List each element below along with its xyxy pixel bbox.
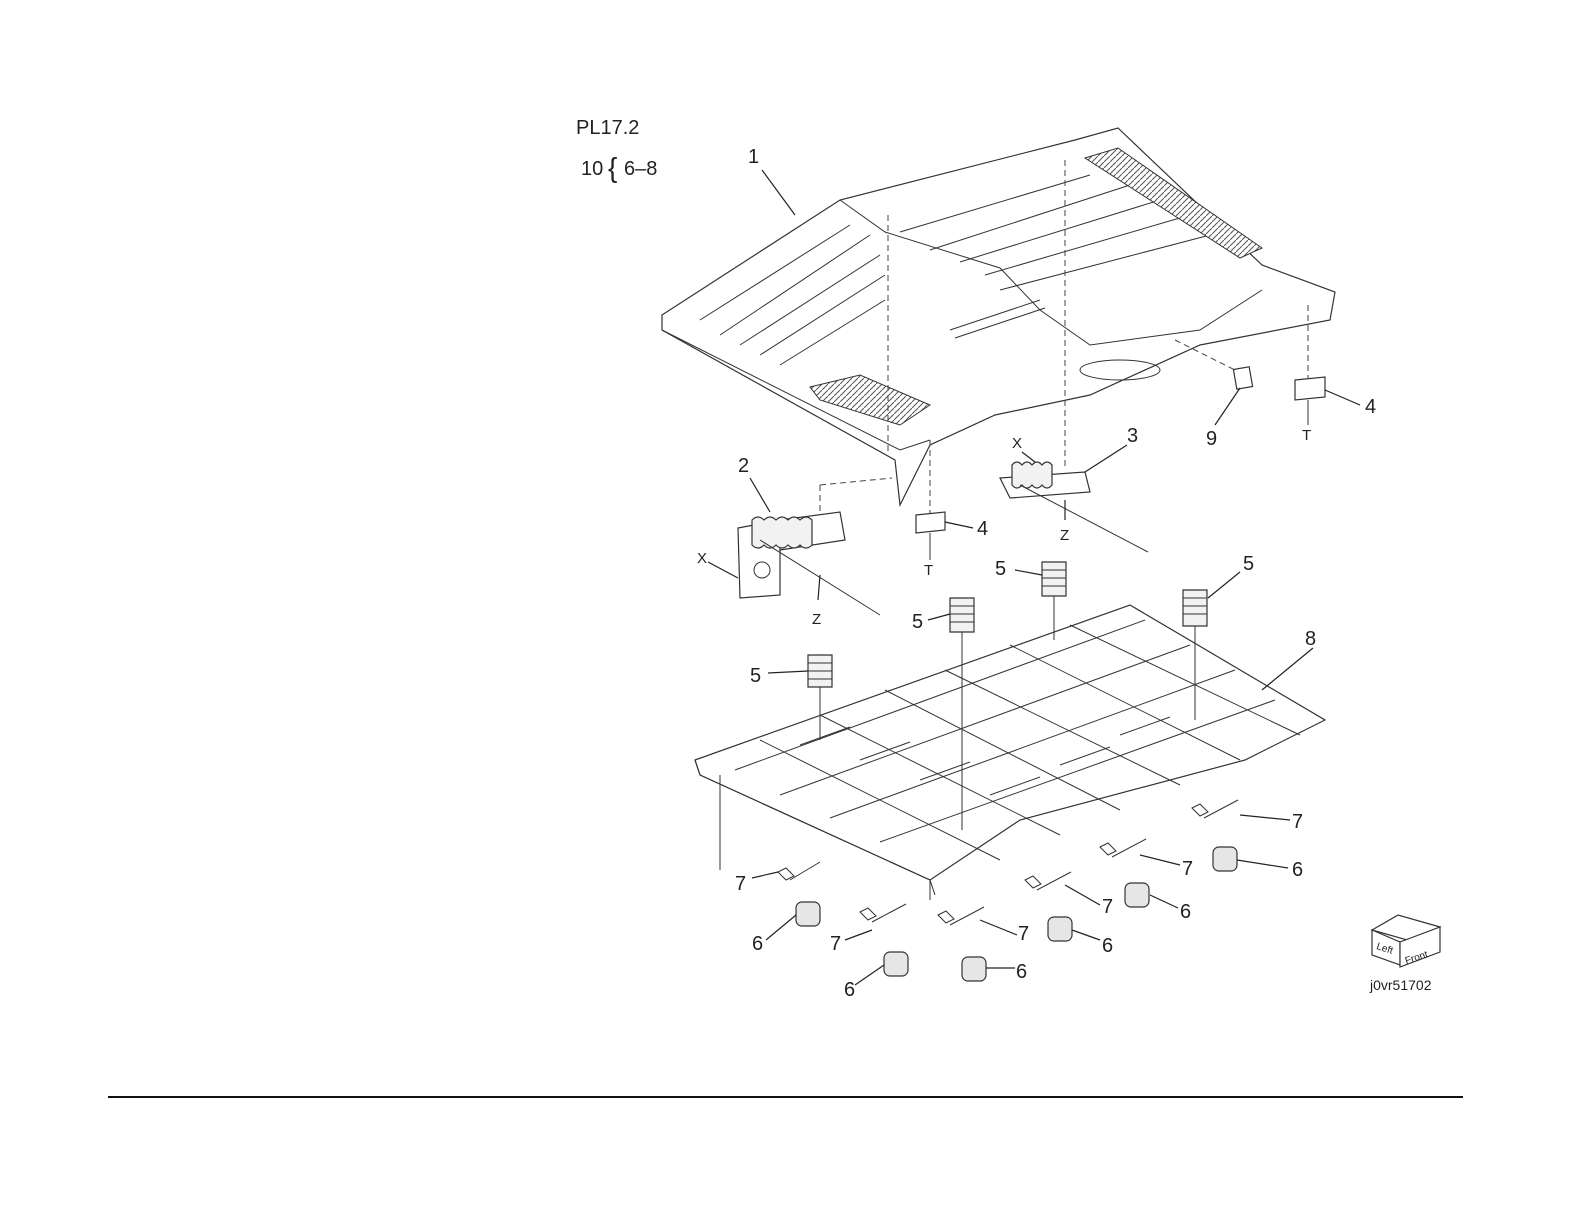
callout-range-brace: { xyxy=(608,152,617,183)
rubber-foot-part-6 xyxy=(884,952,908,976)
callout-1: 1 xyxy=(748,146,759,168)
clip-part-7 xyxy=(938,907,984,925)
callout-5: 5 xyxy=(995,558,1006,580)
top-cover-part-1 xyxy=(662,128,1335,505)
rubber-foot-part-6 xyxy=(1213,847,1237,871)
clip-part-7 xyxy=(860,904,906,922)
figure-id: j0vr51702 xyxy=(1369,977,1432,993)
callout-7: 7 xyxy=(1018,923,1029,945)
footer-rule xyxy=(108,1096,1463,1098)
clip-part-7 xyxy=(778,862,820,880)
callout-6: 6 xyxy=(1180,901,1191,923)
callout-z: Z xyxy=(1060,527,1069,544)
callout-3: 3 xyxy=(1127,425,1138,447)
callout-7: 7 xyxy=(1102,896,1113,918)
callout-6: 6 xyxy=(1292,859,1303,881)
callout-7: 7 xyxy=(1292,811,1303,833)
bracket-part-4 xyxy=(1295,377,1325,425)
rubber-foot-part-6 xyxy=(962,957,986,981)
callout-7: 7 xyxy=(1182,858,1193,880)
bracket-part-4 xyxy=(916,512,945,560)
callout-4: 4 xyxy=(977,518,988,540)
callout-6: 6 xyxy=(844,979,855,1001)
callout-2: 2 xyxy=(738,455,749,477)
callout-range-main: 10 xyxy=(581,158,603,180)
clip-part-7 xyxy=(1192,800,1238,818)
label-part-9 xyxy=(1233,367,1252,389)
clip-part-7 xyxy=(1025,872,1071,890)
callout-t: T xyxy=(924,562,933,579)
callout-z: Z xyxy=(812,611,821,628)
callout-5: 5 xyxy=(750,665,761,687)
rubber-foot-part-6 xyxy=(1048,917,1072,941)
callout-6: 6 xyxy=(752,933,763,955)
callout-9: 9 xyxy=(1206,428,1217,450)
callout-t: T xyxy=(1302,427,1311,444)
hinge-left-part-2 xyxy=(738,512,880,615)
rubber-foot-part-6 xyxy=(796,902,820,926)
callout-5: 5 xyxy=(912,611,923,633)
spring-part-5 xyxy=(1042,562,1066,640)
hinge-right-part-3 xyxy=(1000,462,1148,552)
rubber-foot-part-6 xyxy=(1125,883,1149,907)
plate-reference: PL17.2 xyxy=(576,117,639,139)
callout-7: 7 xyxy=(830,933,841,955)
callout-4: 4 xyxy=(1365,396,1376,418)
clip-part-7 xyxy=(1100,839,1146,857)
callout-6: 6 xyxy=(1102,935,1113,957)
callout-range-values: 6–8 xyxy=(624,158,657,180)
callout-6: 6 xyxy=(1016,961,1027,983)
assembly-line xyxy=(820,478,892,485)
callout-x: X xyxy=(697,550,707,567)
orientation-cube: Left Front xyxy=(1372,915,1440,967)
callout-5: 5 xyxy=(1243,553,1254,575)
callout-x: X xyxy=(1012,435,1022,452)
callout-8: 8 xyxy=(1305,628,1316,650)
callout-7: 7 xyxy=(735,873,746,895)
